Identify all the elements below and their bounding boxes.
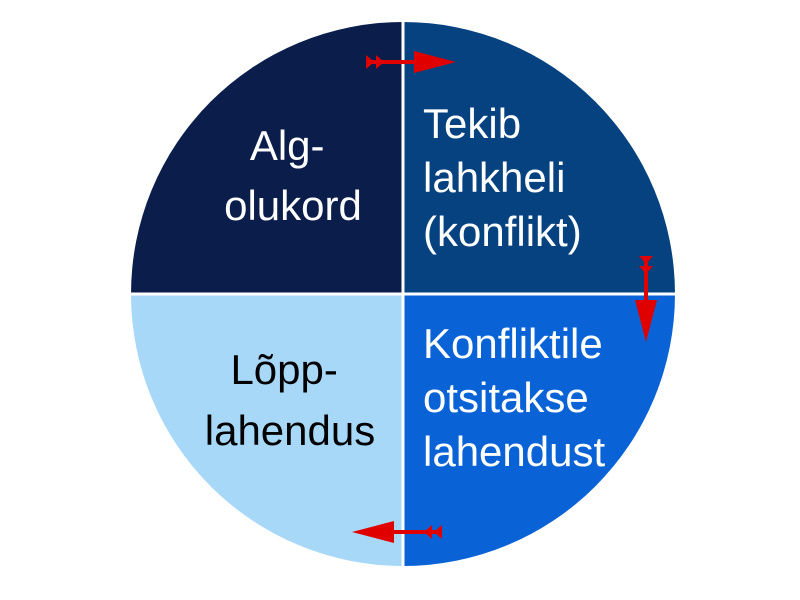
label-bottom-right-line2: otsitakse <box>423 374 589 421</box>
label-top-right-line2: lahkheli <box>423 154 565 201</box>
arrow-right-icon <box>366 51 456 73</box>
label-bottom-right-line3: lahendust <box>423 428 605 475</box>
label-top-right: Tekib lahkheli (konflikt) <box>423 100 582 255</box>
arrow-down-icon <box>635 256 657 342</box>
label-top-right-line1: Tekib <box>423 100 521 147</box>
label-bottom-left-line1: Lõpp- <box>230 346 337 393</box>
label-top-right-line3: (konflikt) <box>423 208 582 255</box>
arrow-left-icon <box>352 521 442 543</box>
label-bottom-left: Lõpp- lahendus <box>205 346 375 454</box>
label-top-left: Alg- olukord <box>224 122 362 229</box>
label-top-left-line1: Alg- <box>250 122 325 169</box>
label-bottom-right-line1: Konfliktile <box>423 320 603 367</box>
label-top-left-line2: olukord <box>224 182 362 229</box>
label-bottom-right: Konfliktile otsitakse lahendust <box>423 320 614 475</box>
label-bottom-left-line2: lahendus <box>205 407 375 454</box>
